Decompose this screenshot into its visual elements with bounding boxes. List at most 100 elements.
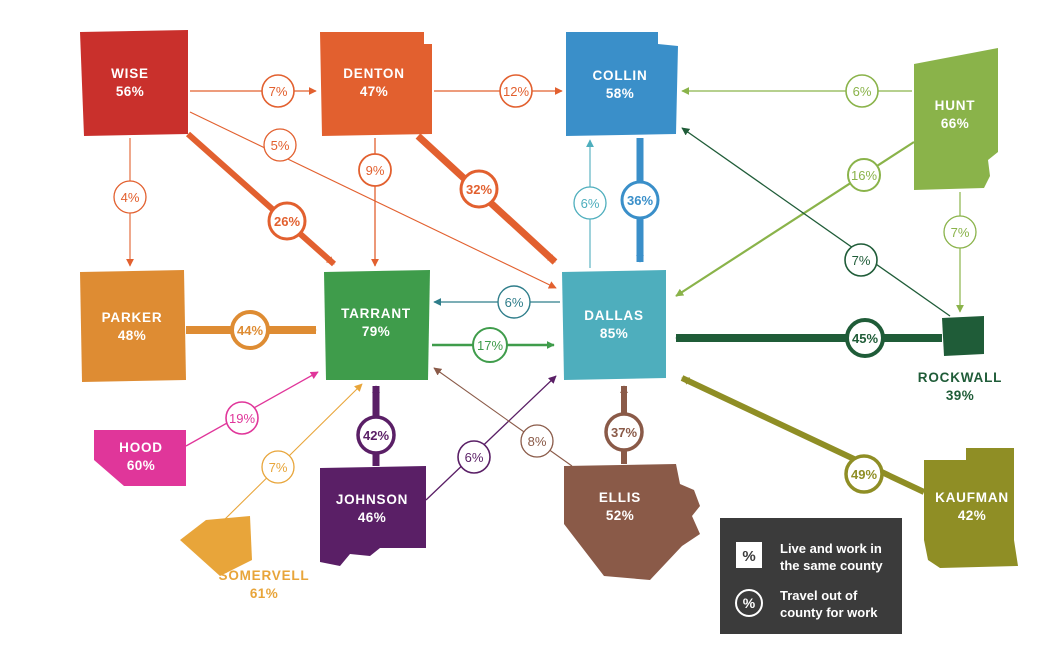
county-kaufman-pct: 42% [958, 508, 986, 523]
county-parker-name: PARKER [102, 310, 163, 325]
county-collin-pct: 58% [606, 86, 634, 101]
flow-johnson-to-dallas: 6% [425, 375, 557, 501]
county-wise-pct: 56% [116, 84, 144, 99]
county-hunt-name: HUNT [935, 98, 976, 113]
flow-label: 6% [505, 295, 524, 310]
flow-label: 17% [477, 338, 503, 353]
flow-hood-to-tarrant: 19% [185, 371, 319, 447]
legend-travel-line2: county for work [780, 605, 878, 620]
legend-background [720, 518, 902, 634]
flow-hunt-to-collin: 6% [681, 74, 912, 108]
legend-same-county-line1: Live and work in [780, 541, 882, 556]
county-hood-pct: 60% [127, 458, 155, 473]
flow-kaufman-to-dallas: 49% [680, 375, 926, 495]
county-hood-name: HOOD [119, 440, 163, 455]
flow-dallas-to-tarrant: 6% [433, 285, 560, 319]
flow-label: 7% [269, 460, 288, 475]
county-hood: HOOD 60% [94, 430, 186, 486]
flow-label: 32% [466, 182, 492, 197]
flow-denton-to-dallas: 32% [415, 133, 558, 265]
county-somervell-shape [180, 516, 252, 576]
county-kaufman: KAUFMAN 42% [924, 448, 1018, 568]
flow-label: 19% [229, 411, 255, 426]
flow-ellis-to-tarrant: 8% [433, 367, 573, 467]
county-johnson: JOHNSON 46% [320, 466, 426, 566]
county-johnson-shape [320, 466, 426, 566]
flow-wise-to-tarrant: 26% [186, 131, 336, 267]
county-parker-shape [80, 270, 186, 382]
county-collin-name: COLLIN [592, 68, 647, 83]
flow-dallas-to-collin: 6% [573, 139, 607, 268]
flow-label: 45% [852, 331, 878, 346]
county-collin: COLLIN 58% [566, 32, 678, 136]
flow-label: 6% [581, 196, 600, 211]
county-dallas-pct: 85% [600, 326, 628, 341]
county-somervell-pct: 61% [250, 586, 278, 601]
county-somervell: SOMERVELL 61% [180, 516, 309, 601]
county-ellis-name: ELLIS [599, 490, 641, 505]
county-hunt-pct: 66% [941, 116, 969, 131]
county-johnson-name: JOHNSON [336, 492, 408, 507]
legend-travel-line1: Travel out of [780, 588, 858, 603]
county-rockwall-pct: 39% [946, 388, 974, 403]
legend: % Live and work in the same county % Tra… [720, 518, 902, 634]
flow-label: 42% [363, 428, 389, 443]
flow-denton-to-tarrant: 9% [358, 138, 392, 267]
county-tarrant-shape [324, 270, 430, 380]
flow-wise-to-parker: 4% [113, 138, 147, 267]
flow-label: 8% [528, 434, 547, 449]
flow-johnson-to-tarrant: 42% [356, 385, 396, 466]
flow-hunt-to-rockwall: 7% [943, 192, 977, 313]
county-hunt-shape [914, 48, 998, 190]
flow-label: 4% [121, 190, 140, 205]
county-hood-shape [94, 430, 186, 486]
legend-same-county-swatch [736, 542, 762, 568]
flow-somervell-to-tarrant: 7% [219, 383, 363, 525]
county-kaufman-name: KAUFMAN [935, 490, 1009, 505]
county-parker-pct: 48% [118, 328, 146, 343]
county-dallas-name: DALLAS [584, 308, 644, 323]
county-parker: PARKER 48% [80, 270, 186, 382]
legend-travel-swatch [735, 589, 763, 617]
flow-rockwall-to-dallas: 45% [675, 318, 942, 358]
county-wise-name: WISE [111, 66, 149, 81]
flow-rockwall-to-collin: 7% [681, 127, 951, 317]
flow-label: 7% [852, 253, 871, 268]
county-ellis-shape [564, 464, 700, 580]
flow-parker-to-tarrant: 44% [186, 310, 317, 350]
flow-label: 36% [627, 193, 653, 208]
county-wise-shape [80, 30, 188, 136]
flow-label: 9% [366, 163, 385, 178]
flow-label: 7% [269, 84, 288, 99]
flow-label: 6% [465, 450, 484, 465]
flow-tarrant-to-dallas: 17% [432, 327, 555, 363]
county-johnson-pct: 46% [358, 510, 386, 525]
county-collin-shape [566, 32, 678, 136]
county-ellis: ELLIS 52% [564, 464, 700, 580]
county-ellis-pct: 52% [606, 508, 634, 523]
flow-label: 16% [851, 168, 877, 183]
flow-wise-to-denton: 7% [190, 74, 317, 108]
flow-hunt-to-dallas: 16% [675, 141, 915, 297]
county-hunt: HUNT 66% [914, 48, 998, 190]
flow-label: 12% [503, 84, 529, 99]
legend-same-county-symbol: % [742, 548, 755, 565]
county-denton: DENTON 47% [320, 32, 432, 136]
flow-label: 37% [611, 425, 637, 440]
flow-ellis-to-dallas: 37% [604, 385, 644, 464]
flow-wise-to-dallas: 5% [189, 111, 557, 289]
county-wise: WISE 56% [80, 30, 188, 136]
county-denton-shape [320, 32, 432, 136]
county-tarrant: TARRANT 79% [324, 270, 430, 380]
county-rockwall-shape [942, 316, 984, 356]
flows: 7% 12% 6% 5% 4% 26% [113, 74, 977, 525]
county-dallas-shape [562, 270, 666, 380]
flow-label: 6% [853, 84, 872, 99]
county-denton-name: DENTON [343, 66, 405, 81]
flow-label: 26% [274, 214, 300, 229]
flow-label: 49% [851, 467, 877, 482]
county-dallas: DALLAS 85% [562, 270, 666, 380]
county-tarrant-name: TARRANT [341, 306, 411, 321]
legend-same-county-line2: the same county [780, 558, 883, 573]
